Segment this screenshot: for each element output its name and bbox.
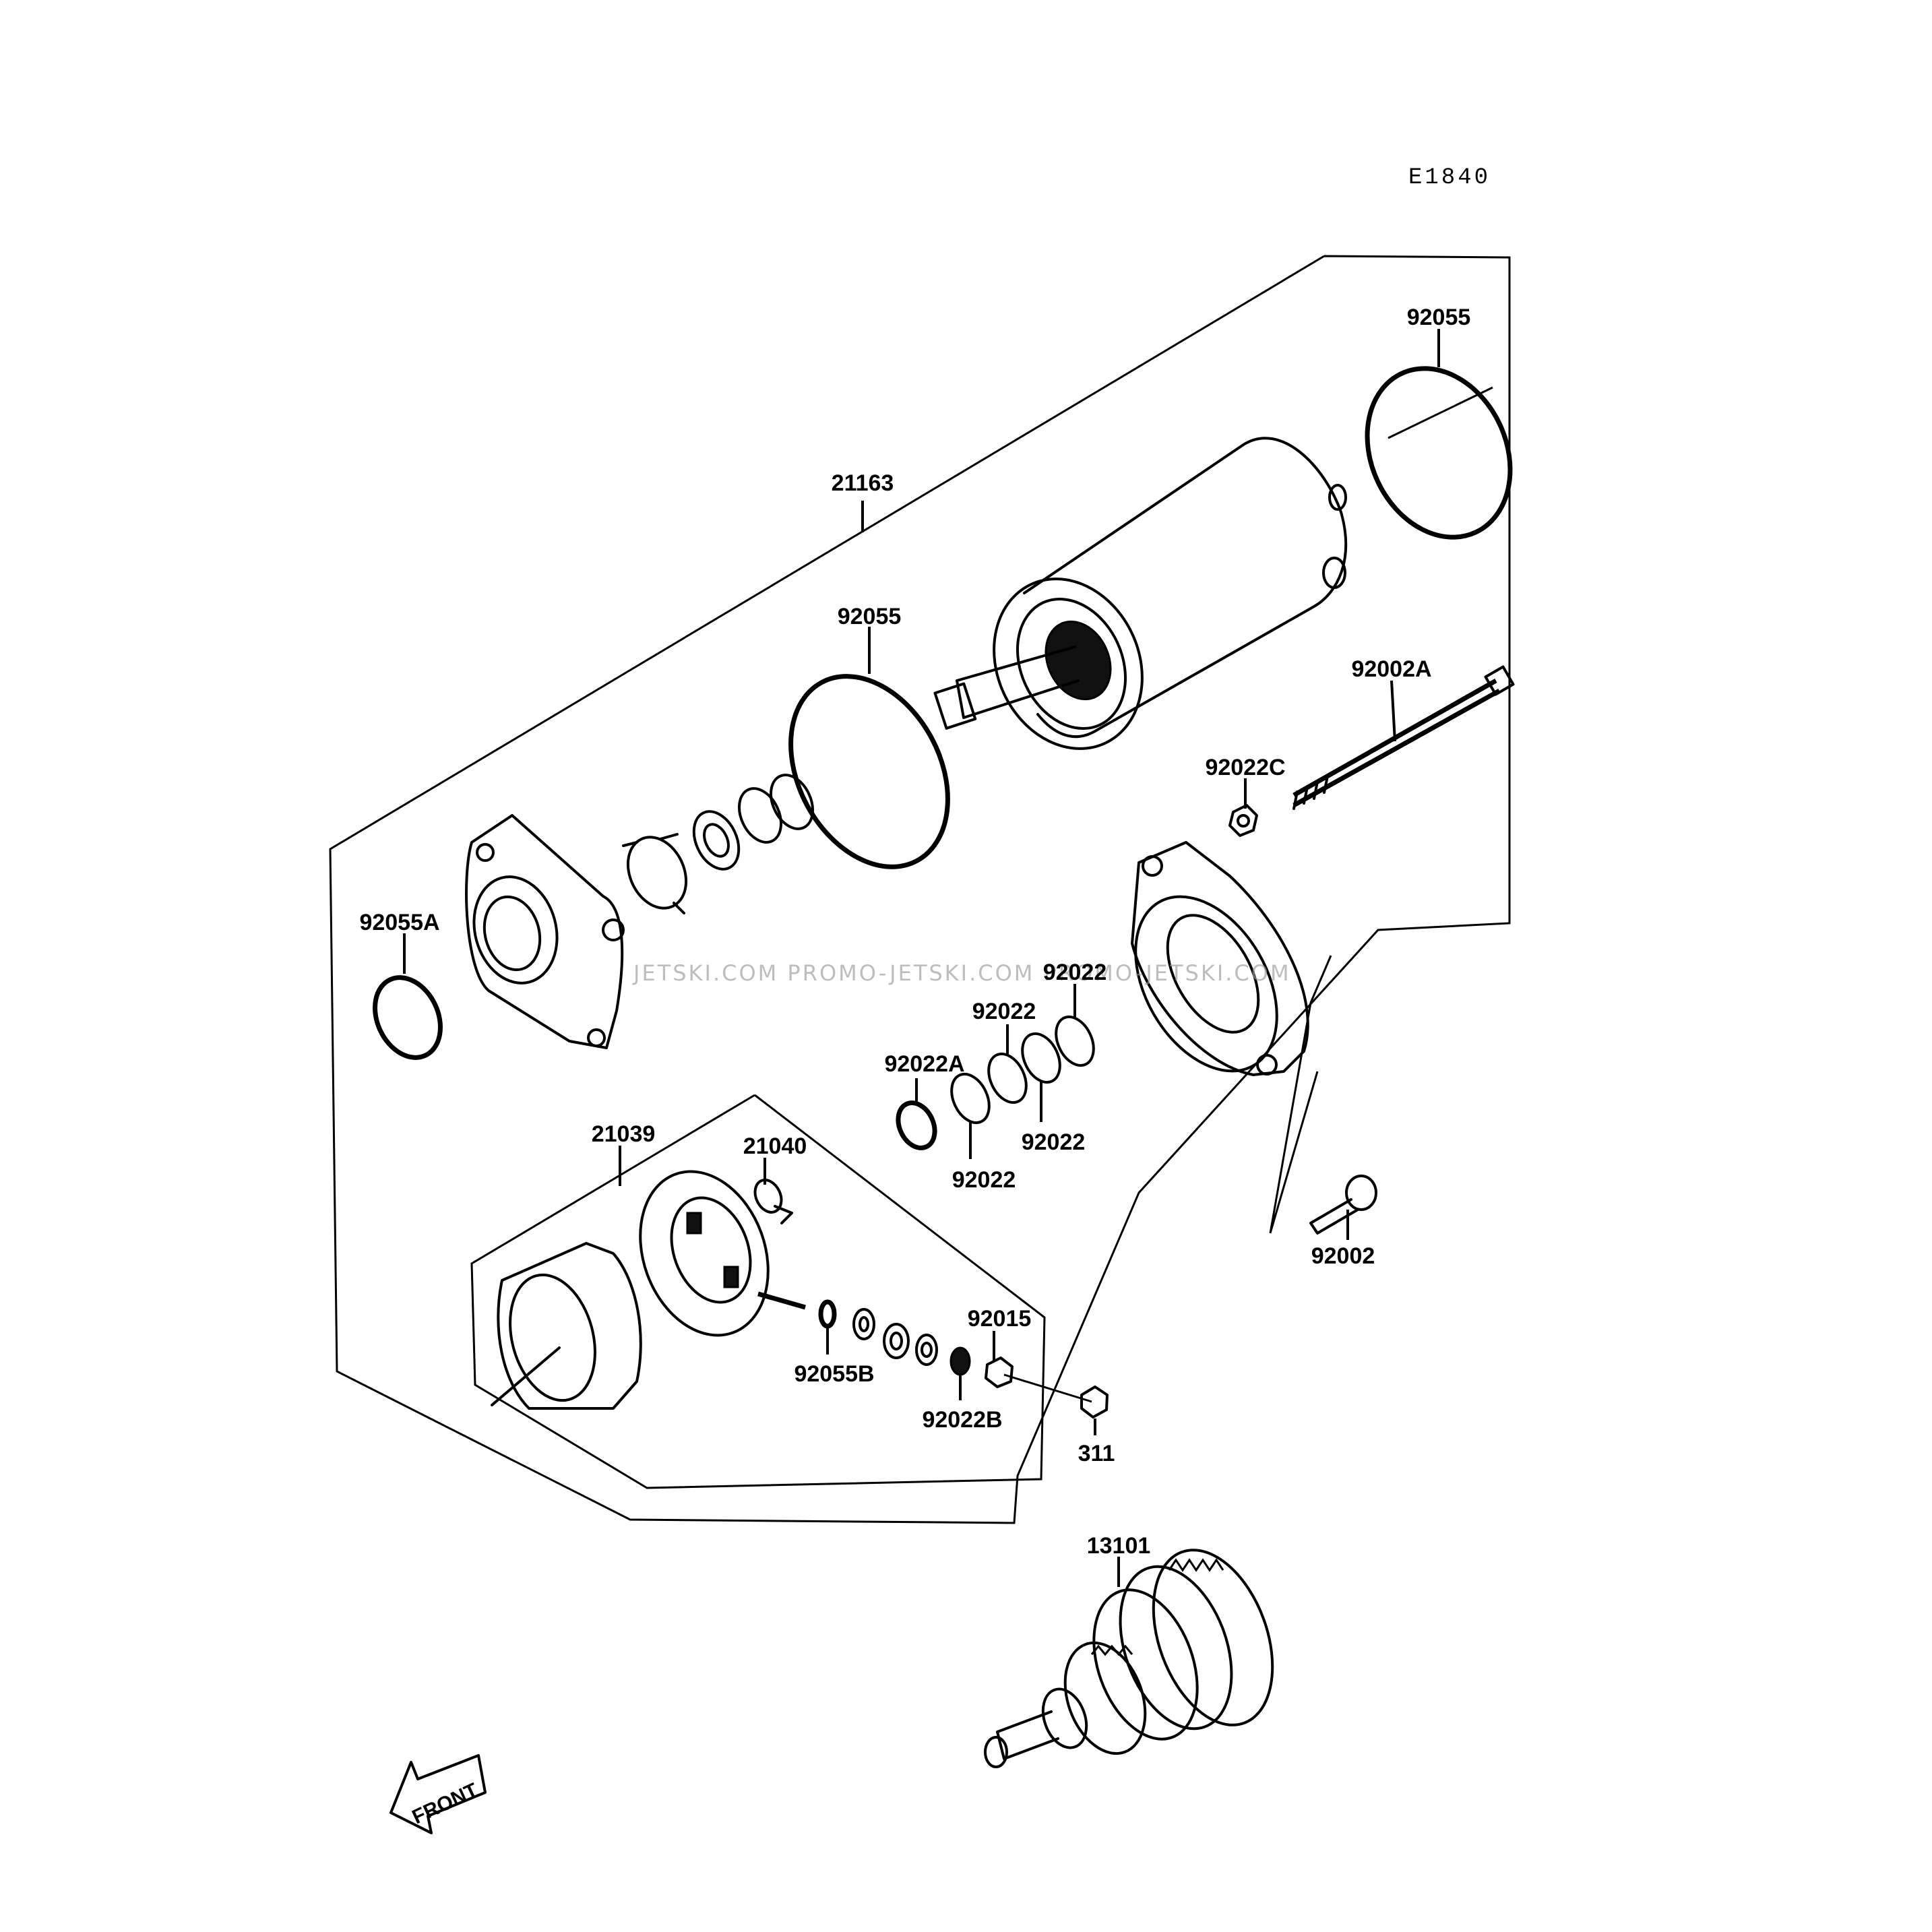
washers-92022-set [896, 1015, 1095, 1150]
label-92055B: 92055B [794, 1361, 874, 1387]
label-92022-c: 92022 [1022, 1129, 1086, 1155]
leader-lines [403, 329, 1440, 1587]
front-direction-arrow: FRONT [389, 1754, 487, 1834]
label-92022A: 92022A [884, 1051, 964, 1077]
label-311: 311 [1078, 1441, 1115, 1466]
o-ring-92055-top [1365, 366, 1513, 540]
label-92015: 92015 [968, 1306, 1032, 1332]
assembly-boundary-21039 [470, 1094, 1046, 1489]
rear-end-cover [1131, 841, 1309, 1076]
starter-clutch-13101 [984, 1549, 1274, 1768]
label-92055A: 92055A [359, 910, 439, 935]
brush-21040 [753, 1179, 793, 1224]
nut-92015 [985, 1357, 1014, 1388]
label-92022-d: 92022 [952, 1167, 1016, 1193]
assembly-boundary-21163 [329, 255, 1511, 1524]
watermark: JETSKI.COM PROMO-JETSKI.COM PROMO-JETSKI… [632, 960, 1291, 986]
front-cover [465, 814, 625, 1049]
nut-92022C [1228, 804, 1258, 837]
brush-holder-housing [491, 1242, 642, 1410]
brush-plate [639, 1170, 806, 1337]
label-92022-b: 92022 [972, 999, 1036, 1024]
label-92022B: 92022B [922, 1407, 1002, 1433]
label-21163: 21163 [832, 470, 894, 496]
washer-92022B [949, 1346, 971, 1376]
label-21040: 21040 [743, 1133, 807, 1159]
label-92055-top: 92055 [1407, 305, 1471, 330]
label-92022-a: 92022 [1043, 960, 1107, 985]
label-13101: 13101 [1087, 1533, 1151, 1559]
oil-seal-92055A [373, 975, 443, 1060]
o-ring-92055-mid [788, 674, 950, 869]
seal-retainer [622, 833, 688, 914]
through-bolt-92002A [1292, 665, 1515, 810]
label-92022C: 92022C [1205, 755, 1285, 780]
front-label: FRONT [409, 1779, 482, 1829]
nut-311 [1080, 1385, 1109, 1419]
terminal-hardware-row [818, 1299, 1109, 1419]
starter-yoke-housing [993, 437, 1348, 750]
label-92002: 92002 [1311, 1243, 1375, 1269]
screw-92002 [1309, 1175, 1377, 1235]
shim-washers-front [692, 774, 814, 871]
leader-zigzag-92002 [1269, 955, 1332, 1234]
diagram-code: E1840 [1408, 165, 1491, 191]
o-ring-92055B [818, 1299, 837, 1329]
label-92002A: 92002A [1351, 656, 1431, 682]
label-92055-mid: 92055 [838, 604, 902, 629]
label-21039: 21039 [592, 1121, 656, 1147]
part-number-labels: 21163 92055 92055 92002A 92022C 92055A 9… [359, 305, 1470, 1559]
armature-shaft [933, 646, 1080, 730]
